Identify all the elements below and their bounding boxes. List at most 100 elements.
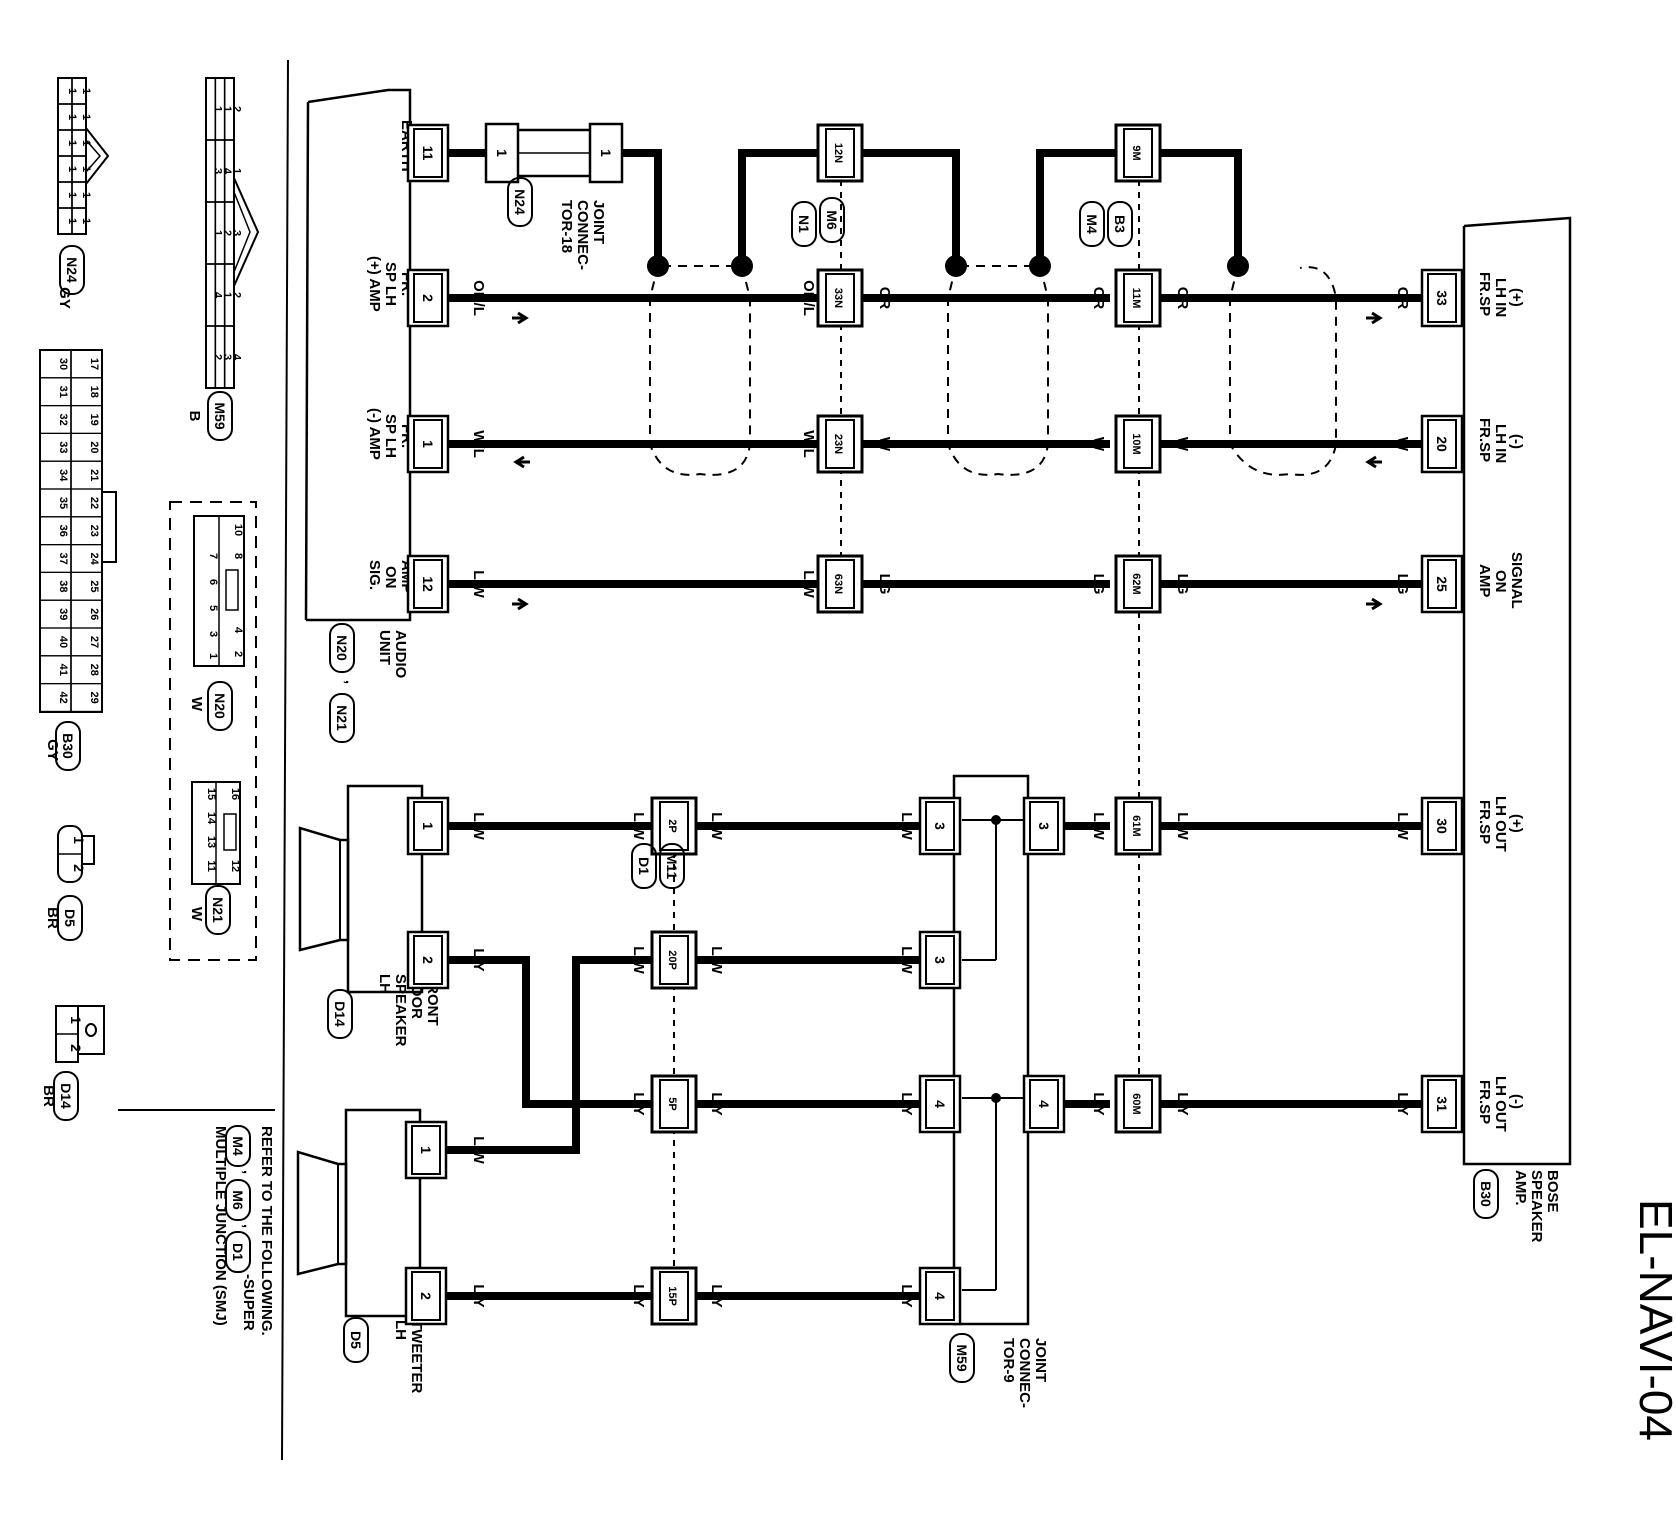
b30-cell-0-8: 25: [88, 580, 100, 592]
jc9-pin-c3-inner: [925, 935, 955, 985]
svg-text:AMP: AMP: [1476, 564, 1493, 597]
front-speaker-connector-tag: D14: [332, 1001, 348, 1027]
m59-cell-box-14: [223, 325, 235, 389]
wl-wl-b: W/L: [800, 430, 817, 458]
b30-cell-1-5: 35: [57, 497, 69, 509]
smj-note-line1: REFER TO THE FOLLOWING.: [258, 1126, 275, 1336]
wl-lw-b: L/W: [800, 570, 817, 598]
arrow-w-bose: [1365, 455, 1382, 469]
connector-tag-n20-legend-text: N20: [212, 693, 228, 719]
hc-9m-inner: [1123, 128, 1153, 178]
front-speaker-pin-1: 1: [406, 796, 450, 856]
b30-cell-1-4: 34: [57, 469, 69, 482]
hc-2p: 2P: [650, 796, 698, 856]
hc-5p-text: 5P: [666, 1097, 678, 1110]
smj-tag-m6: M6: [824, 210, 840, 230]
jc9-pin-c3-text: 3: [932, 956, 948, 964]
connector-tag-n21-legend: [205, 885, 231, 935]
hc-61m-text: 61M: [1130, 815, 1142, 836]
bose-pin-1: 20: [1420, 414, 1464, 474]
n20-cell-1: 8: [232, 553, 244, 559]
hc-60m: 60M: [1114, 1074, 1162, 1134]
bose-name-2: SPEAKER: [1528, 1170, 1545, 1243]
hc-11m-text: 11M: [1130, 288, 1142, 309]
n24-cell-11: 1: [80, 218, 92, 224]
b30-cell-0-2: 19: [88, 413, 100, 425]
bose-pin-0-text: 33: [1434, 290, 1450, 306]
b30-cell-1-7: 37: [57, 552, 69, 564]
jc9-pin-a3-inner: [925, 801, 955, 851]
hc-60m-text: 60M: [1130, 1093, 1142, 1114]
wl-or-d: OR: [1394, 287, 1411, 310]
b30-cell-1-10: 40: [57, 636, 69, 648]
smj-tag-m11: M11: [664, 853, 680, 880]
b30-cell-1-3: 33: [57, 441, 69, 453]
connector-tag-n24: [59, 245, 85, 295]
b30-cell-0-9: 26: [88, 608, 100, 620]
bose-speaker-amp: FR.SP LH IN (+) FR.SP LH IN (-) AMP ON S…: [1462, 216, 1572, 1243]
smj-tags: M6 N1 B3 M4 M11 D1: [631, 197, 1133, 889]
jc9-pin-a4-inner: [925, 1079, 955, 1129]
n20-cell-5: 3: [207, 631, 219, 637]
m59-cell-2: 2: [230, 106, 242, 112]
shield-2-dot-a: [945, 255, 967, 277]
hc-33n-text: 33N: [832, 288, 844, 308]
jc9-pin-c4-inner: [925, 1271, 955, 1321]
n20-cell-8: 2: [232, 651, 244, 657]
audio-pin-3: 12: [406, 554, 450, 614]
arrow-wl: [513, 455, 530, 469]
tweeter-connector-tag: D5: [348, 1331, 364, 1349]
wl-w-b: W: [1090, 437, 1107, 452]
svg-text:LH IN: LH IN: [1492, 424, 1509, 463]
m59-cell-0: 1: [212, 106, 224, 112]
shield-1-dot-b: [731, 255, 753, 277]
wl-lg-d: LG: [1394, 574, 1411, 595]
joint-connector-9: JOINT CONNEC- TOR-9 M59: [949, 774, 1049, 1408]
smj-note-tag-m4: M4: [230, 1136, 246, 1156]
b30-cell-0-6: 23: [88, 525, 100, 537]
audio-pin-2-text: 1: [420, 440, 436, 448]
bose-pin-label-20: FR.SP LH IN (-): [1476, 418, 1525, 463]
wire-drain-4: [1036, 149, 1148, 266]
wl-lw-d: L/W: [630, 812, 647, 840]
arrow-or-bose: [1366, 311, 1383, 325]
hc-61m-inner: [1123, 801, 1153, 851]
svg-text:SIG.: SIG.: [366, 560, 383, 590]
wire-tweeter-1: [430, 956, 652, 1154]
svg-text:LH OUT: LH OUT: [1492, 796, 1509, 852]
audio-pin-0-inner: [413, 128, 443, 178]
bose-pin-label-31: FR.SP LH OUT (-): [1476, 1076, 1525, 1132]
smj-note-line2: -SUPER: [240, 1274, 257, 1331]
connector-color-d14: BR: [40, 1085, 57, 1107]
jc18-pin-right: 1: [598, 149, 614, 157]
bose-pin-label-33: FR.SP LH IN (+): [1476, 272, 1525, 317]
wl-lw-m: L/W: [470, 1136, 487, 1164]
audio-pin-1-text: 2: [420, 294, 436, 302]
m59-cell-1: 1: [221, 106, 233, 112]
wl-lw-f: L/W: [898, 812, 915, 840]
hc-23n: 23N: [816, 414, 864, 474]
svg-text:,: ,: [342, 680, 359, 684]
m59-cell-8: 3: [230, 230, 242, 236]
svg-text:(+) AMP: (+) AMP: [366, 256, 383, 312]
bose-pin-4-inner: [1427, 1079, 1457, 1129]
smj-tag-n1: N1: [796, 215, 812, 233]
d5-cell-2: 2: [71, 864, 87, 872]
connector-tag-n24-text: N24: [64, 257, 80, 283]
connector-color-b30: GY: [44, 739, 61, 761]
n21-cell-5: 12: [229, 860, 241, 872]
wire-drain-5: [1148, 149, 1242, 266]
m59-cell-10: 1: [221, 292, 233, 298]
jc9-pin-c3: 3: [918, 930, 962, 990]
m59-cell-3: 3: [212, 168, 224, 174]
arrow-orl: [512, 311, 529, 325]
svg-text:,: ,: [240, 1170, 257, 1174]
hc-2p-inner: [659, 801, 689, 851]
hc-12n-inner: [825, 128, 855, 178]
wl-ly-k: L/Y: [898, 1284, 915, 1307]
audio-unit-connector-n20: N20: [334, 635, 350, 661]
bose-pin-3-inner: [1427, 801, 1457, 851]
smj-tag-m4: M4: [1084, 214, 1100, 234]
connector-tag-n20-legend: [207, 681, 233, 731]
svg-text:(+): (+): [1508, 288, 1525, 307]
